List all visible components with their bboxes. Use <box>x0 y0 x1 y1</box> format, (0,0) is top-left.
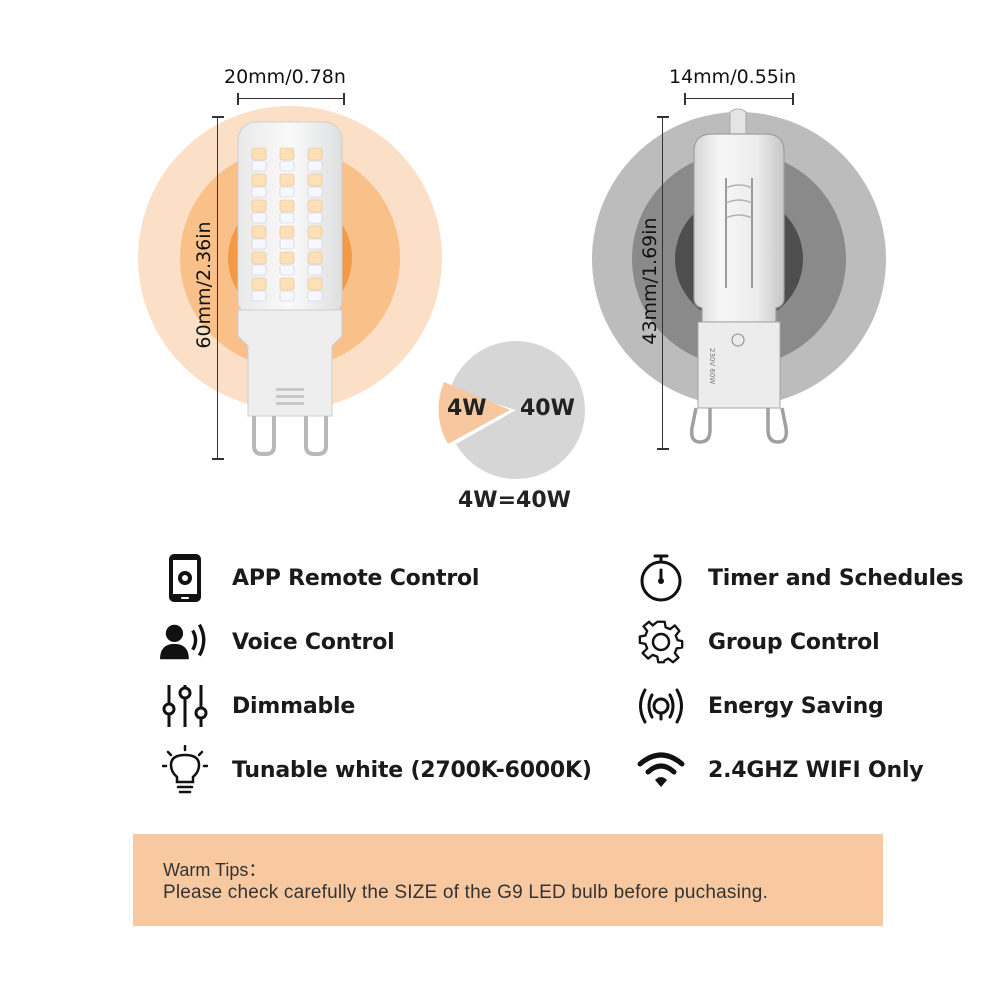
left-height-label: 60mm/2.36in <box>193 221 215 349</box>
wattage-comparison-pie <box>438 341 585 479</box>
feature-app-remote-control: APP Remote Control <box>160 553 479 603</box>
led-watt-label: 4W <box>447 396 487 421</box>
feature-timer-schedules: Timer and Schedules <box>636 553 964 603</box>
wattage-equation: 4W=40W <box>458 488 571 513</box>
feature-label: 2.4GHZ WIFI Only <box>708 757 924 783</box>
gear-icon <box>636 617 686 667</box>
feature-tunable-white: Tunable white (2700K-6000K) <box>160 745 592 795</box>
feature-wifi: 2.4GHZ WIFI Only <box>636 745 924 795</box>
feature-group-control: Group Control <box>636 617 880 667</box>
left-width-dimension <box>237 93 345 105</box>
feature-energy-saving: Energy Saving <box>636 681 884 731</box>
feature-label: Timer and Schedules <box>708 565 964 591</box>
feature-label: Tunable white (2700K-6000K) <box>232 757 592 783</box>
led-slice <box>438 382 510 444</box>
feature-dimmable: Dimmable <box>160 681 355 731</box>
warm-tips-text: Please check carefully the SIZE of the G… <box>163 882 769 903</box>
svg-text:230V 60W: 230V 60W <box>708 348 716 384</box>
warm-tips-title: Warm Tips： <box>163 860 267 880</box>
energy-icon <box>636 681 686 731</box>
halogen-bulb-image: 230V 60W <box>689 108 789 444</box>
halogen-watt-label: 40W <box>520 396 575 421</box>
feature-label: APP Remote Control <box>232 565 480 591</box>
voice-icon <box>160 617 210 667</box>
left-height-dimension <box>212 116 224 460</box>
phone-app-icon <box>160 553 210 603</box>
timer-icon <box>636 553 686 603</box>
wifi-icon <box>636 745 686 795</box>
feature-label: Group Control <box>708 629 880 655</box>
led-bulb-image <box>237 121 343 456</box>
warm-tips-banner: Warm Tips： Please check carefully the SI… <box>133 834 883 926</box>
feature-label: Voice Control <box>232 629 395 655</box>
feature-voice-control: Voice Control <box>160 617 395 667</box>
right-height-label: 43mm/1.69in <box>639 217 661 345</box>
feature-label: Dimmable <box>232 693 356 719</box>
feature-label: Energy Saving <box>708 693 884 719</box>
right-width-label: 14mm/0.55in <box>669 66 797 88</box>
bulb-icon <box>160 745 210 795</box>
right-height-dimension <box>657 116 669 450</box>
left-width-label: 20mm/0.78n <box>224 66 346 88</box>
sliders-icon <box>160 681 210 731</box>
right-width-dimension <box>684 93 794 105</box>
